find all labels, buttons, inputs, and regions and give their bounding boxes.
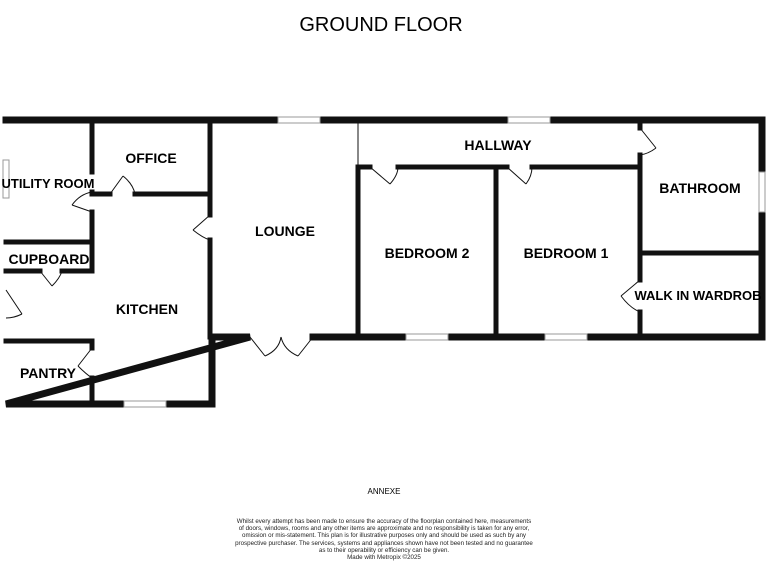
disclaimer: Whilst every attempt has been made to en… (210, 518, 558, 561)
label-office: OFFICE (125, 150, 176, 166)
door-bathroom (639, 127, 657, 156)
disclaimer-line: as to their operability or efficiency ca… (318, 546, 450, 554)
disclaimer-credit: Made with Metropix ©2025 (347, 554, 421, 562)
disclaimer-line: prospective purchaser. The services, sys… (235, 539, 533, 547)
window-hallway (507, 116, 551, 124)
floor-title: GROUND FLOOR (299, 14, 462, 36)
door-wardrobe (620, 279, 641, 313)
disclaimer-line: Whilst every attempt has been made to en… (236, 518, 532, 525)
windows (2, 116, 766, 408)
label-walk-in-wardrobe: WALK IN WARDROB (634, 288, 761, 303)
wall-pantry (3, 338, 95, 407)
door-cupboard (39, 270, 63, 287)
label-kitchen: KITCHEN (116, 301, 178, 317)
door-pantry (77, 347, 93, 379)
walls (2, 116, 766, 408)
label-bedroom-1: BEDROOM 1 (524, 245, 609, 261)
window-bedroom1 (544, 333, 588, 341)
door-office (109, 175, 136, 195)
door-bedroom1 (506, 166, 533, 185)
disclaimer-line: of doors, windows, rooms and any other i… (238, 525, 530, 533)
label-utility-room: UTILITY ROOM (2, 176, 95, 191)
window-bedroom2 (405, 333, 449, 341)
label-cupboard: CUPBOARD (9, 251, 90, 267)
wall-cupboard-south (3, 239, 95, 274)
wall-utility-south (3, 209, 95, 245)
label-bathroom: BATHROOM (659, 180, 740, 196)
window-bathroom (758, 171, 766, 213)
door-french-left (249, 336, 282, 357)
label-bedroom-2: BEDROOM 2 (385, 245, 470, 261)
label-lounge: LOUNGE (255, 223, 315, 239)
doors (5, 127, 657, 379)
window-utility (2, 159, 10, 199)
exterior-wall (2, 116, 766, 408)
window-lounge (277, 116, 321, 124)
label-hallway: HALLWAY (464, 137, 532, 153)
door-french-right (280, 336, 314, 357)
label-pantry: PANTRY (20, 365, 77, 381)
door-external-kitchen (5, 289, 23, 319)
door-utility (71, 191, 93, 213)
door-kitchen-lounge (192, 214, 211, 241)
door-bedroom2 (369, 166, 399, 185)
room-labels: UTILITY ROOM OFFICE CUPBOARD KITCHEN PAN… (2, 137, 762, 381)
caption-annexe: ANNEXE (368, 487, 401, 496)
disclaimer-line: omission or mis-statement. This plan is … (242, 532, 526, 540)
window-kitchen (123, 400, 167, 408)
